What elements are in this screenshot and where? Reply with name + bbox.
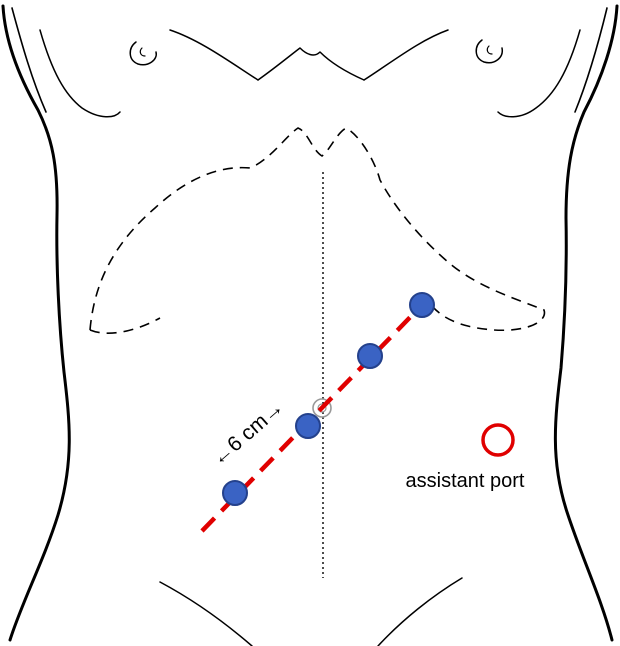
port-upper-middle [358,344,382,368]
left-armpit-curve [40,30,120,117]
sternal-notch [258,48,364,80]
right-clavicle [364,30,448,80]
right-armpit-curve [498,30,580,117]
left-flank-outline [3,6,69,640]
right-flank-outline [555,6,617,640]
distance-label: ←6 cm→ [207,396,288,471]
left-costal-lower-edge [90,318,160,333]
left-nipple [130,42,156,65]
right-nipple [476,40,502,63]
port-middle [296,414,320,438]
costal-margin-outline [90,128,544,330]
port-upper-right [410,293,434,317]
port-lower-left [223,481,247,505]
left-clavicle [170,30,258,80]
assistant-port-label: assistant port [406,470,525,492]
torso-outline [3,6,617,646]
left-groin-line [160,582,252,646]
assistant-port-marker [483,425,513,455]
right-groin-line [378,578,462,646]
